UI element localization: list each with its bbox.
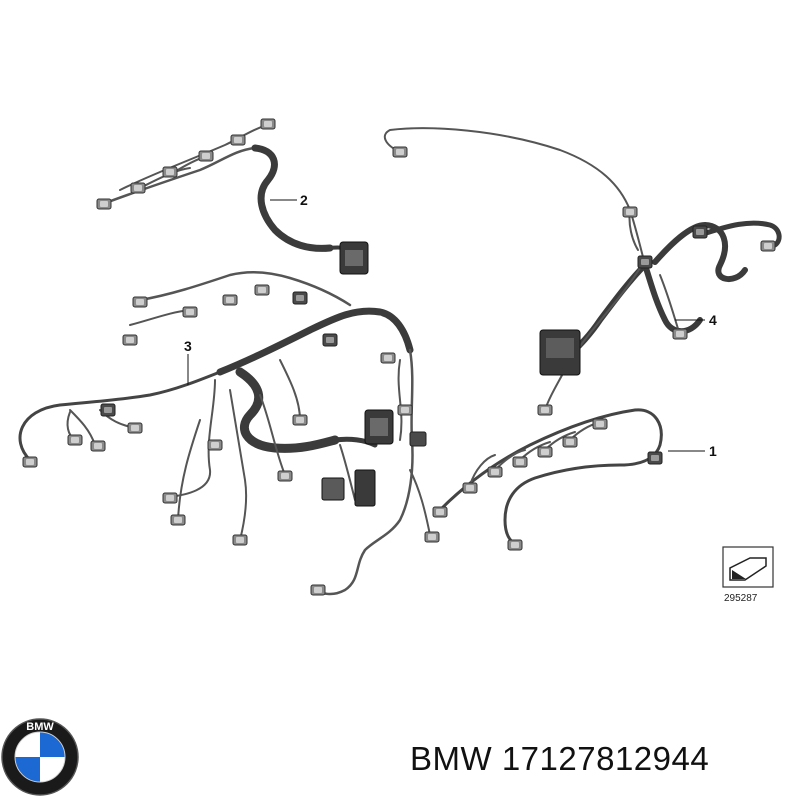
- callout-2: 2: [300, 192, 308, 208]
- connector-3m: [162, 492, 178, 504]
- connector-3f: [122, 334, 138, 346]
- connector-1f: [562, 436, 578, 448]
- connector-1d: [512, 456, 528, 468]
- connector-2e: [230, 134, 246, 146]
- connector-3q: [292, 414, 308, 426]
- relay-box-4-face: [546, 338, 574, 358]
- connector-block-3b: [354, 469, 376, 507]
- connector-3j: [254, 284, 270, 296]
- connector-4a: [392, 146, 408, 158]
- connector-1c: [487, 466, 503, 478]
- harness-1: [438, 408, 663, 547]
- connector-3k: [292, 291, 308, 305]
- connector-3c: [90, 440, 106, 452]
- connector-1e: [537, 446, 553, 458]
- bmw-logo-text: BMW: [26, 721, 54, 733]
- reference-arrow-head-icon: [732, 570, 746, 579]
- connector-3n: [170, 514, 186, 526]
- bmw-logo-quadrant-tr: [40, 732, 65, 757]
- connector-2c: [162, 166, 178, 178]
- caption-part-number: 17127812944: [501, 740, 710, 777]
- connector-3h: [182, 306, 198, 318]
- callout-3: 3: [184, 338, 192, 354]
- bmw-logo-inner-border: [14, 731, 66, 783]
- connector-4d: [692, 225, 708, 239]
- caption-brand: BMW: [410, 740, 493, 777]
- connector-4g: [672, 328, 688, 340]
- connector-3i: [222, 294, 238, 306]
- bmw-logo-quadrant-bl: [15, 757, 40, 782]
- connector-4b: [622, 206, 638, 218]
- connector-3w: [409, 431, 427, 447]
- harness-3: [18, 270, 431, 596]
- connector-1b: [462, 482, 478, 494]
- connector-1g: [592, 418, 608, 430]
- connector-block-2-face: [345, 250, 363, 266]
- callout-4: 4: [709, 312, 717, 328]
- part-caption: BMW 17127812944: [410, 740, 709, 778]
- connector-3l: [322, 333, 338, 347]
- connector-1i: [507, 539, 523, 551]
- connector-3g: [132, 296, 148, 308]
- reference-number: 295287: [724, 593, 758, 604]
- connector-4e: [760, 240, 776, 252]
- connector-4c: [637, 255, 653, 269]
- connector-2b: [130, 182, 146, 194]
- connector-block-3c: [321, 477, 345, 501]
- connector-3s: [310, 584, 326, 596]
- connector-3r: [207, 439, 223, 451]
- connector-1a: [432, 506, 448, 518]
- connector-2d: [198, 150, 214, 162]
- reference-symbol: [722, 546, 774, 588]
- connector-3a: [22, 456, 38, 468]
- connector-block-3a-face: [370, 418, 388, 436]
- connector-2f: [260, 118, 276, 130]
- connector-3p: [277, 470, 293, 482]
- callout-1: 1: [709, 443, 717, 459]
- connector-3d: [127, 422, 143, 434]
- bmw-logo: BMW: [1, 718, 79, 796]
- connector-2a: [96, 198, 112, 210]
- connector-1h: [647, 451, 663, 465]
- connector-3t: [424, 531, 440, 543]
- connector-3v: [397, 404, 413, 416]
- connector-3e: [100, 403, 116, 417]
- connector-4f: [537, 404, 553, 416]
- harness-4: [383, 127, 782, 411]
- connector-3u: [380, 352, 396, 364]
- connector-3b: [67, 434, 83, 446]
- connector-3o: [232, 534, 248, 546]
